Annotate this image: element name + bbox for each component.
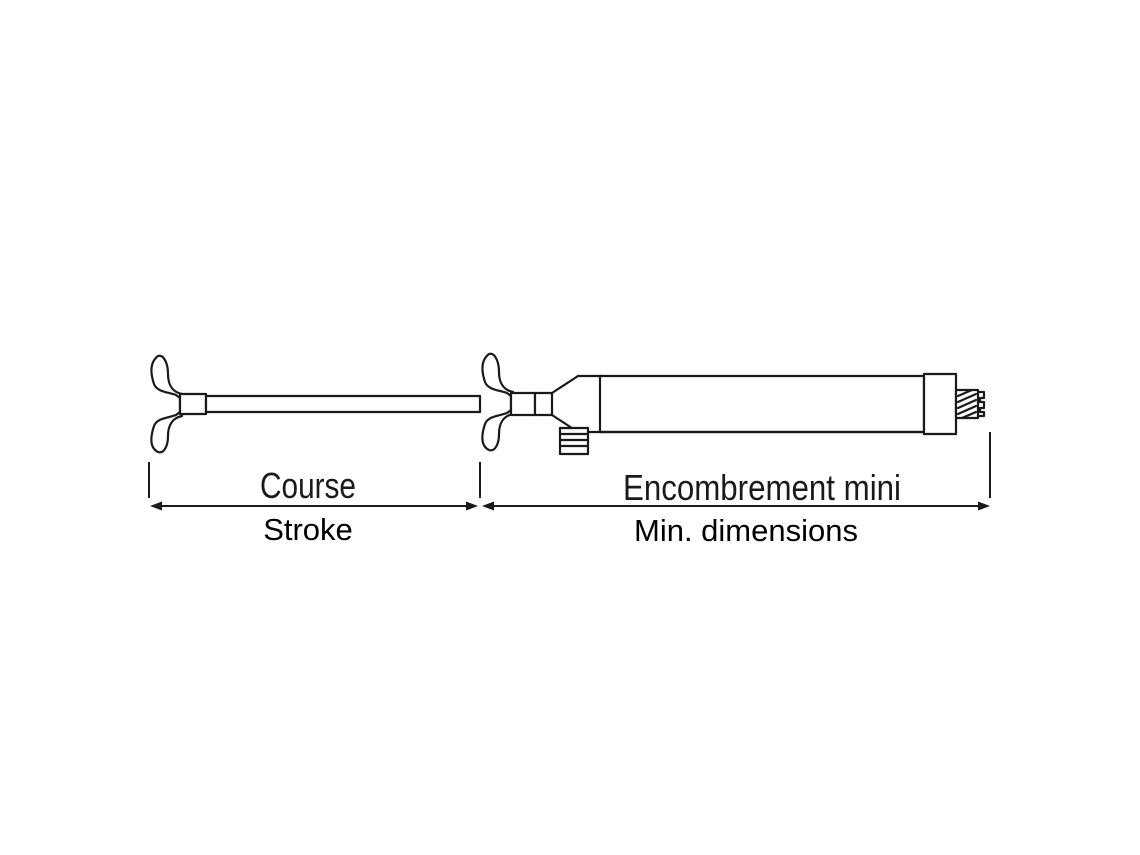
threaded-tip [954,388,986,420]
end-cap [922,372,958,436]
pump-illustration [150,352,986,456]
pump-head [533,374,604,434]
outlet-spout [558,426,590,456]
pump-cylinder [598,374,926,434]
stroke-label-en: Stroke [263,512,353,547]
extended-t-handle [150,354,208,454]
stroke-dimension [148,462,481,511]
min-dimensions-label-fr: Encombrement mini [623,467,901,508]
stroke-label-fr: Course [260,465,356,506]
piston-rod [204,394,482,414]
min-dimensions-label-en: Min. dimensions [634,513,858,548]
min-dimensions-dimension [482,432,991,511]
retracted-t-handle [481,352,537,452]
